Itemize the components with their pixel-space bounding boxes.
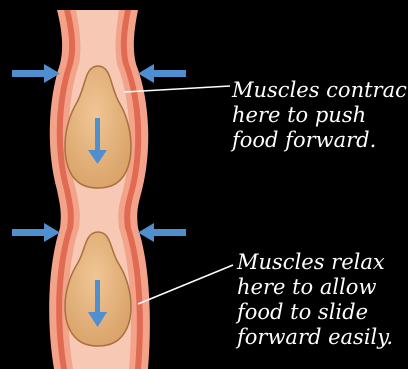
caption-line: Muscles contract bbox=[232, 78, 408, 103]
caption-line: food to slide bbox=[237, 300, 393, 325]
leader-line-relax bbox=[138, 265, 233, 304]
caption-line: here to allow bbox=[237, 275, 393, 300]
squeeze-arrow-icon bbox=[138, 64, 186, 83]
squeeze-arrow-icon bbox=[138, 223, 186, 242]
caption-line: forward easily. bbox=[237, 325, 393, 350]
caption-muscles-relax: Muscles relax here to allow food to slid… bbox=[237, 250, 393, 350]
squeeze-arrow-icon bbox=[12, 223, 60, 242]
caption-muscles-contract: Muscles contract here to push food forwa… bbox=[232, 78, 408, 153]
caption-line: Muscles relax bbox=[237, 250, 393, 275]
caption-line: here to push bbox=[232, 103, 408, 128]
caption-line: food forward. bbox=[232, 128, 408, 153]
squeeze-arrow-icon bbox=[12, 64, 60, 83]
